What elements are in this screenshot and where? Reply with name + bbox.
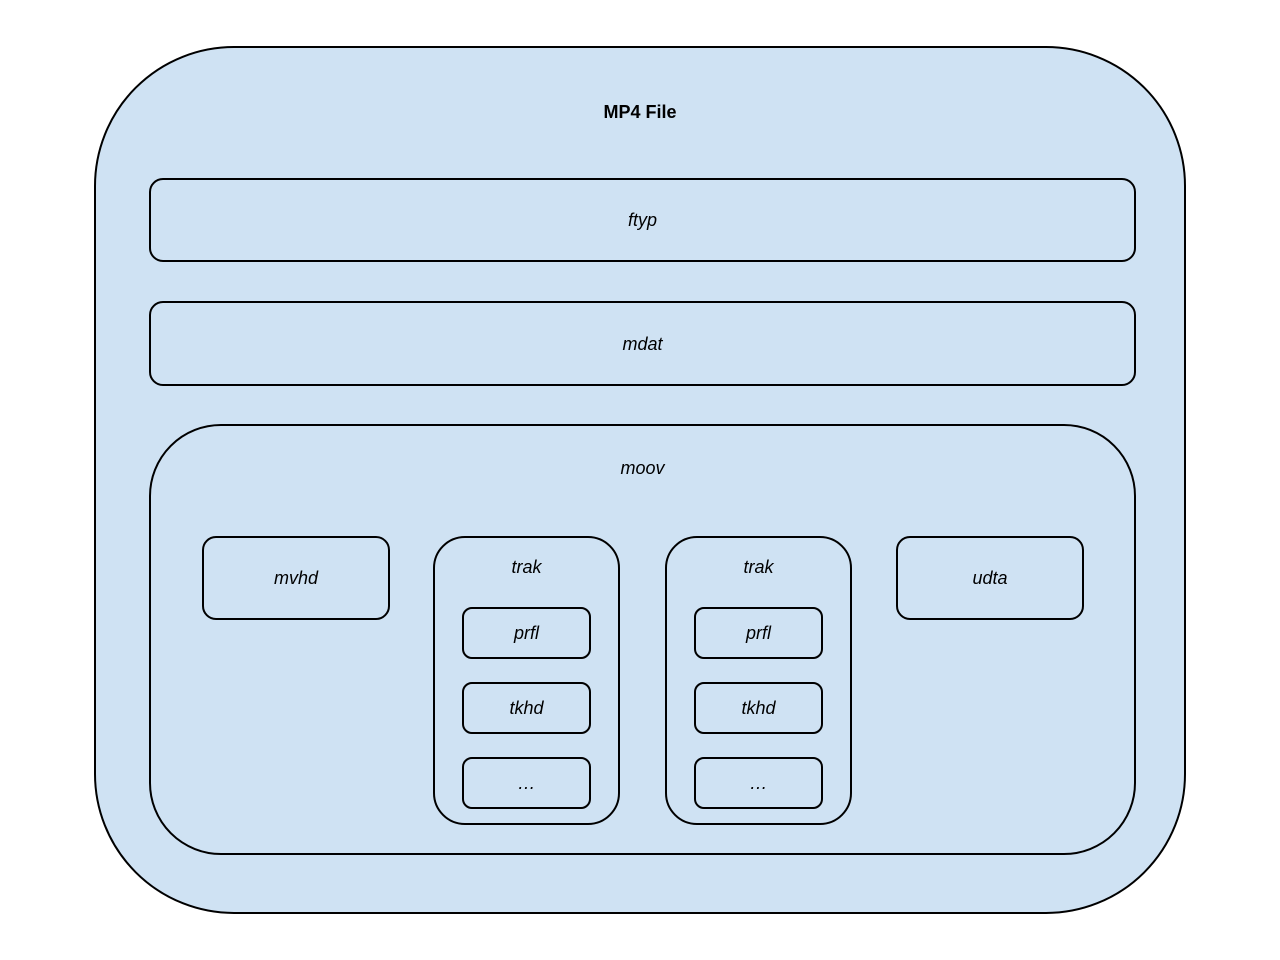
prfl-label: prfl [745, 623, 771, 643]
mp4-file-container: MP4 File ftyp mdat moov mvhd trak prfl t… [94, 46, 1186, 914]
moov-label: moov [620, 458, 665, 478]
mvhd-box: mvhd [202, 536, 390, 620]
tkhd-box: tkhd [462, 682, 591, 734]
mdat-label: mdat [622, 333, 663, 354]
mdat-box: mdat [149, 301, 1136, 386]
prfl-box: prfl [694, 607, 823, 659]
trak-label: trak [511, 557, 542, 577]
trak-box-2: trak prfl tkhd … [665, 536, 852, 825]
prfl-box: prfl [462, 607, 591, 659]
prfl-label: prfl [513, 623, 539, 643]
mp4-file-title: MP4 File [603, 102, 677, 122]
ftyp-label: ftyp [627, 210, 657, 230]
udta-label: udta [972, 568, 1008, 588]
tkhd-label: tkhd [741, 698, 776, 718]
trak-box-1: trak prfl tkhd … [433, 536, 620, 825]
ellipsis-label: … [517, 773, 536, 793]
ftyp-box: ftyp [149, 178, 1136, 262]
ellipsis-box: … [694, 757, 823, 809]
ellipsis-label: … [749, 773, 768, 793]
tkhd-box: tkhd [694, 682, 823, 734]
ellipsis-box: … [462, 757, 591, 809]
mvhd-label: mvhd [273, 568, 318, 588]
udta-box: udta [896, 536, 1084, 620]
trak-label: trak [743, 557, 774, 577]
tkhd-label: tkhd [509, 698, 544, 718]
moov-box: moov mvhd trak prfl tkhd … trak prf [149, 424, 1136, 855]
